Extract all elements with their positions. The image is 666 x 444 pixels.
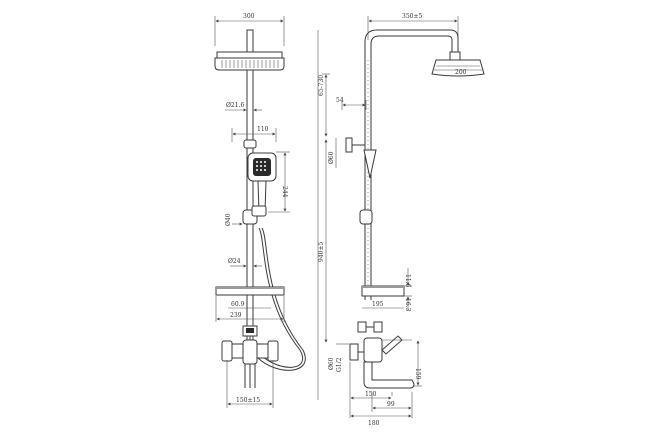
dim-244-label: 244 <box>281 186 288 198</box>
bath-spout <box>363 361 415 389</box>
wall-bracket <box>243 139 257 149</box>
shelf-side: 195 <box>361 285 405 309</box>
dim-300-label: 300 <box>243 13 255 20</box>
shower-hose-outline <box>257 227 306 371</box>
dim-150-15-label: 150±15 <box>236 397 260 404</box>
wall-bracket-side <box>345 137 377 179</box>
riser-pipe-side <box>364 29 459 300</box>
dim-bottom: 150 99 180 <box>349 362 413 427</box>
dim-head-width: 300 <box>214 13 285 46</box>
dim-40-label: Ø40 <box>225 213 232 226</box>
slider-side <box>359 209 373 225</box>
dim-239-label: 239 <box>230 312 242 319</box>
dim-handshower-length: 244 <box>268 151 290 213</box>
hand-shower <box>247 152 277 213</box>
mixer-body <box>221 339 279 388</box>
dim-200-label: 200 <box>455 69 467 76</box>
dim-thread-label: G1/2 <box>336 357 343 372</box>
dim-60-inlet-label: Ø60 <box>328 357 335 370</box>
dim-940-label: 940±5 <box>318 242 325 262</box>
dim-total-height: 940±5 <box>318 139 328 343</box>
dim-shelf-width: 239 <box>215 296 285 322</box>
dim-rod-diameter: Ø21.6 <box>225 102 262 112</box>
dim-shelf-depth: 60.9 <box>228 301 271 309</box>
dim-11-6-label: 11.6 <box>404 274 411 288</box>
dim-195-label: 195 <box>372 301 384 308</box>
dim-180-label: 180 <box>368 420 380 427</box>
dim-bracket-diameter: Ø60 <box>328 138 337 168</box>
dim-shelf-thickness: 11.6 16.3 <box>404 268 412 312</box>
front-view: 300 <box>214 13 306 408</box>
slider-holder <box>242 205 267 225</box>
overhead-shower-head <box>214 29 285 71</box>
dim-159-label: 159 <box>414 368 421 380</box>
dim-150-side-label: 150 <box>365 391 377 398</box>
dim-60-top-label: Ø60 <box>328 151 335 164</box>
dim-holder-diameter: Ø40 <box>225 213 243 226</box>
dim-handshower-width: 110 <box>231 126 277 142</box>
dim-inlet: Ø60 G1/2 <box>328 343 349 372</box>
shower-hose <box>258 227 303 368</box>
dim-16-3-label: 16.3 <box>404 298 411 312</box>
overhead-head-side: 200 <box>431 51 485 77</box>
dim-350-label: 350±5 <box>402 13 422 20</box>
dim-54-label: 54 <box>336 97 344 104</box>
dim-110-label: 110 <box>257 126 269 133</box>
side-view: 350±5 200 65-730 54 <box>317 13 485 427</box>
shelf <box>215 286 285 296</box>
dim-spout-height: 159 <box>382 339 422 387</box>
valve-body-side <box>349 321 403 363</box>
dim-21-6-label: Ø21.6 <box>226 102 244 109</box>
dim-60-9-label: 60.9 <box>231 301 245 308</box>
nozzle-grid <box>221 60 279 68</box>
dim-centers: 150±15 <box>226 360 274 408</box>
dim-99-label: 99 <box>387 401 395 408</box>
dim-height-range: 65-730 <box>318 73 330 137</box>
dim-offset: 54 <box>336 97 367 110</box>
dim-lower-rod: Ø24 <box>228 258 262 268</box>
dim-24-label: Ø24 <box>228 258 241 265</box>
riser-rod <box>246 70 254 342</box>
dim-65-730-label: 65-730 <box>318 75 325 96</box>
